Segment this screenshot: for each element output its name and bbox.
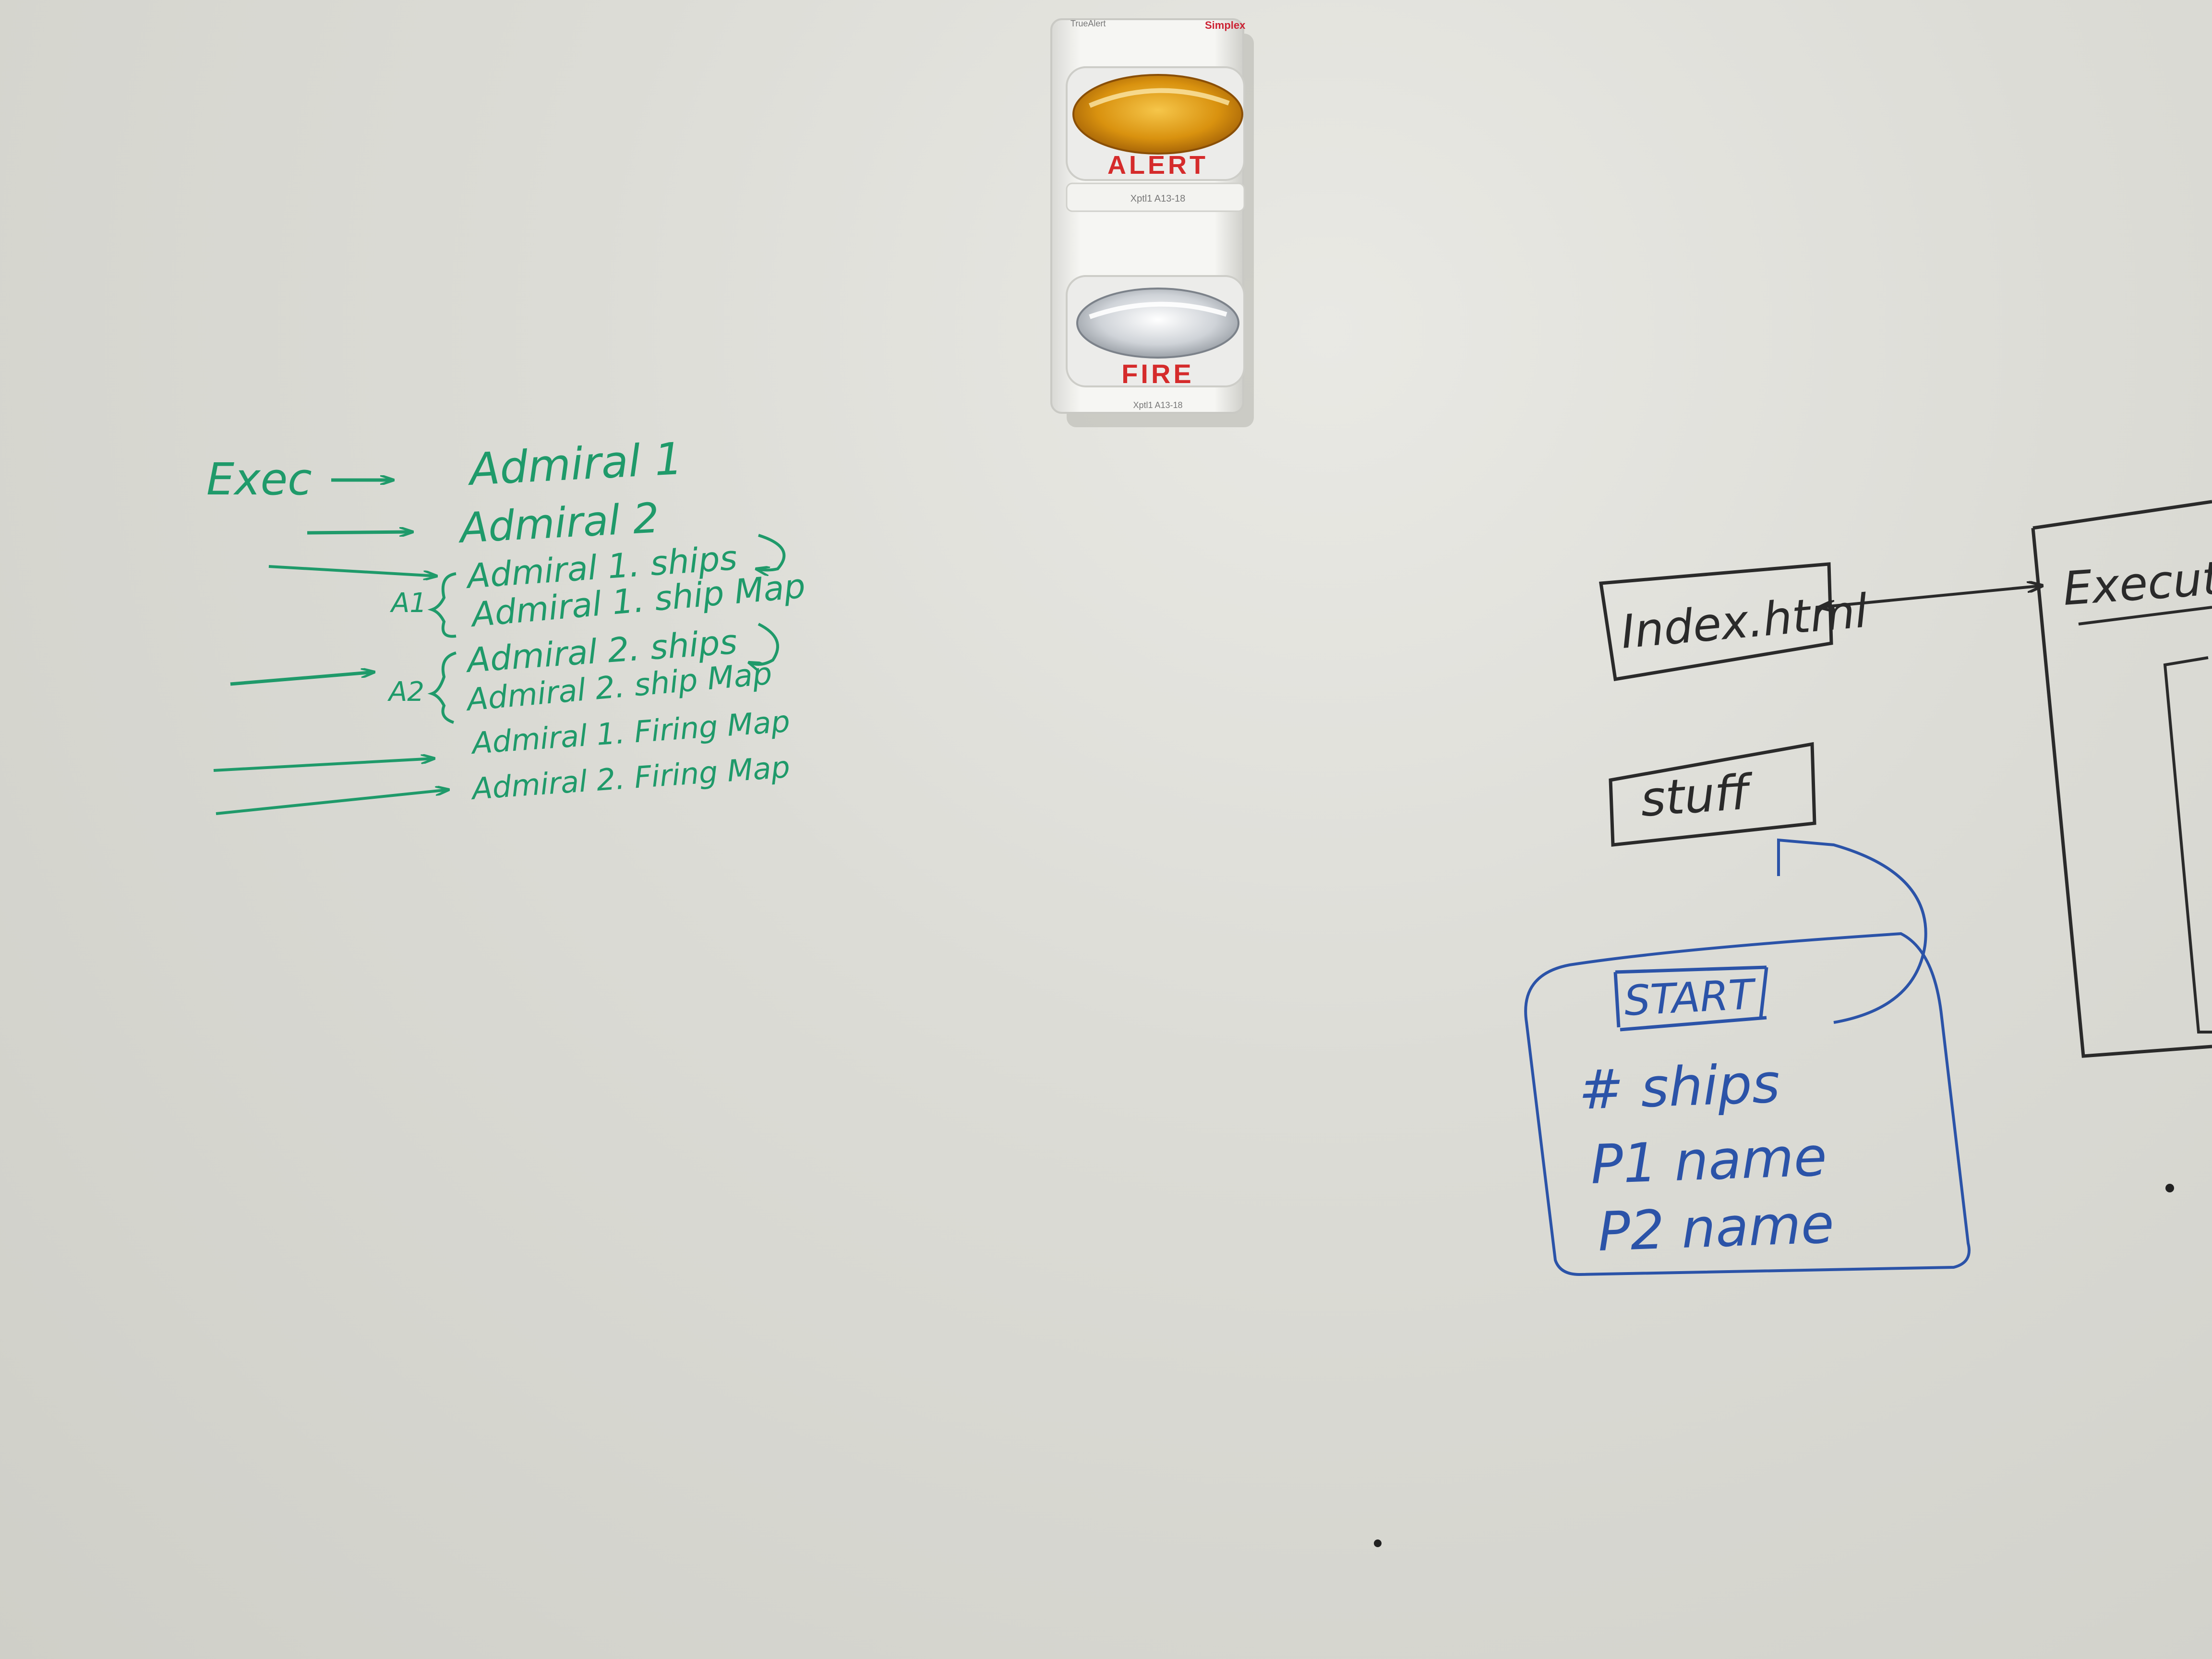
executive-underline — [2078, 606, 2212, 625]
alert-lens-reflection — [1089, 88, 1230, 108]
fire-lens-reflection — [1089, 301, 1227, 319]
start-button-label: START — [1623, 971, 1758, 1025]
speck — [2165, 1184, 2174, 1192]
board-specks — [1374, 1184, 2174, 1547]
stuff-box — [1609, 742, 1816, 847]
fire-model-text: Xptl1 A13-18 — [1133, 400, 1182, 410]
a1-brace — [427, 572, 457, 638]
a1-loop-arrow — [756, 534, 786, 570]
arrow-to-a2-group — [230, 672, 374, 686]
green-notes: Exec Admiral 1 Admiral 2 A1 Admiral 1. s… — [206, 433, 807, 815]
field-ships: # ships — [1577, 1052, 1781, 1122]
exec-label: Exec — [206, 454, 312, 505]
arrow-to-firing-map-1 — [213, 758, 434, 772]
executive-box — [2031, 500, 2212, 1058]
arrow-to-firing-map-2 — [216, 790, 449, 815]
alert-model-plate — [1066, 182, 1245, 212]
device-brand-text: Simplex — [1205, 19, 1246, 31]
fire-alarm-device: TrueAlert Simplex ALERT Xptl1 A13-18 FIR… — [1050, 18, 1254, 427]
index-html-box — [1599, 562, 1833, 682]
alert-amber-lens — [1072, 74, 1243, 155]
group-label-a1: A1 — [390, 588, 427, 619]
stuff-label: stuff — [1639, 764, 1756, 828]
field-p2-name: P2 name — [1597, 1193, 1835, 1263]
start-to-stuff-arrow — [1777, 838, 1927, 1024]
alert-model-text: Xptl1 A13-18 — [1130, 193, 1186, 204]
field-p1-name: P1 name — [1589, 1126, 1827, 1196]
start-screen-frame — [1524, 932, 1971, 1276]
blue-diagram: START # ships P1 name P2 name — [1524, 838, 1971, 1276]
index-executive-arrow — [1819, 586, 2043, 607]
speck — [1374, 1539, 1382, 1547]
executive-inner-panel — [2163, 656, 2212, 1034]
group-label-a2: A2 — [387, 676, 424, 708]
alert-label: ALERT — [1107, 151, 1208, 180]
index-html-label: Index.html — [1619, 584, 1870, 659]
fire-label: FIRE — [1121, 359, 1194, 389]
arrow-to-admiral2 — [307, 532, 413, 533]
fire-clear-lens — [1076, 288, 1239, 359]
green-line-2: Admiral 2 — [457, 494, 661, 553]
device-series-text: TrueAlert — [1070, 19, 1106, 28]
start-button-box — [1613, 965, 1768, 1032]
green-line-8: Admiral 2. Firing Map — [469, 749, 791, 806]
black-diagram: Index.html stuff Executiv — [1599, 500, 2212, 1058]
green-line-1: Admiral 1 — [466, 433, 684, 495]
a2-loop-arrow — [749, 623, 779, 664]
a2-brace — [427, 651, 457, 724]
executive-label: Executiv — [2061, 548, 2212, 615]
arrow-to-a1-group — [268, 565, 437, 576]
